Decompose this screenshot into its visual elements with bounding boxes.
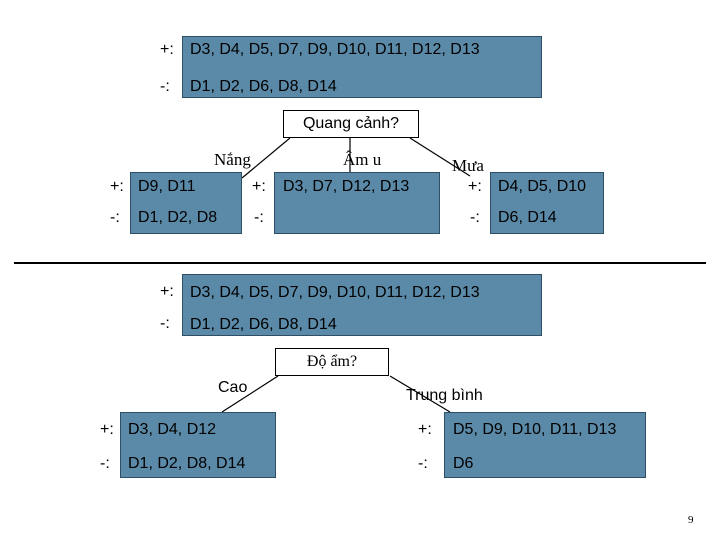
cao-neg-symbol: -: xyxy=(100,455,110,472)
root2-node: D3, D4, D5, D7, D9, D10, D11, D12, D13 D… xyxy=(182,274,542,336)
tb-pos-symbol: +: xyxy=(418,421,432,438)
edge-mua xyxy=(409,137,471,177)
question-label: Quang cảnh? xyxy=(302,115,400,132)
tb-neg-symbol: -: xyxy=(418,455,428,472)
amu-positive-list: D3, D7, D12, D13 xyxy=(283,178,410,195)
root-neg-symbol: -: xyxy=(160,78,170,95)
question2-box: Độ ẩm? xyxy=(275,348,389,376)
root2-neg-symbol: -: xyxy=(160,315,170,332)
root2-pos-symbol: +: xyxy=(160,283,174,300)
root-negative-list: D1, D2, D6, D8, D14 xyxy=(190,78,337,95)
tb-negative-list: D6 xyxy=(453,455,474,472)
nang-negative-list: D1, D2, D8 xyxy=(138,209,218,226)
mua-pos-symbol: +: xyxy=(468,178,482,195)
amu-node: D3, D7, D12, D13 xyxy=(274,172,440,234)
page-number: 9 xyxy=(688,514,694,526)
edge-label-amu: Âm u xyxy=(343,150,382,169)
root-pos-symbol: +: xyxy=(160,41,174,58)
root-node: D3, D4, D5, D7, D9, D10, D11, D12, D13 D… xyxy=(182,36,542,98)
question2-label: Độ ẩm? xyxy=(306,353,358,370)
cao-negative-list: D1, D2, D8, D14 xyxy=(128,455,246,472)
question-box: Quang cảnh? xyxy=(283,110,419,138)
tb-positive-list: D5, D9, D10, D11, D13 xyxy=(453,421,617,438)
mua-positive-list: D4, D5, D10 xyxy=(498,178,587,195)
trung-binh-node: D5, D9, D10, D11, D13 D6 xyxy=(444,412,646,478)
edge-trung-binh xyxy=(389,375,451,413)
amu-pos-symbol: +: xyxy=(252,178,266,195)
edge-nang xyxy=(241,137,291,179)
mua-neg-symbol: -: xyxy=(470,209,480,226)
edge-label-cao: Cao xyxy=(218,379,248,396)
edge-label-trung-binh: Trung bình xyxy=(406,387,483,404)
edge-cao xyxy=(221,375,279,413)
nang-pos-symbol: +: xyxy=(110,178,124,195)
mua-negative-list: D6, D14 xyxy=(498,209,557,226)
mua-node: D4, D5, D10 D6, D14 xyxy=(490,172,604,234)
cao-positive-list: D3, D4, D12 xyxy=(128,421,217,438)
edge-label-mua: Mưa xyxy=(452,156,484,175)
cao-pos-symbol: +: xyxy=(100,421,114,438)
root-positive-list: D3, D4, D5, D7, D9, D10, D11, D12, D13 xyxy=(190,41,480,58)
amu-neg-symbol: -: xyxy=(254,209,264,226)
nang-neg-symbol: -: xyxy=(110,209,120,226)
nang-positive-list: D9, D11 xyxy=(138,178,196,195)
cao-node: D3, D4, D12 D1, D2, D8, D14 xyxy=(120,412,276,478)
root2-negative-list: D1, D2, D6, D8, D14 xyxy=(190,316,337,333)
edge-label-nang: Nắng xyxy=(214,150,251,169)
root2-positive-list: D3, D4, D5, D7, D9, D10, D11, D12, D13 xyxy=(190,284,480,301)
nang-node: D9, D11 D1, D2, D8 xyxy=(130,172,242,234)
